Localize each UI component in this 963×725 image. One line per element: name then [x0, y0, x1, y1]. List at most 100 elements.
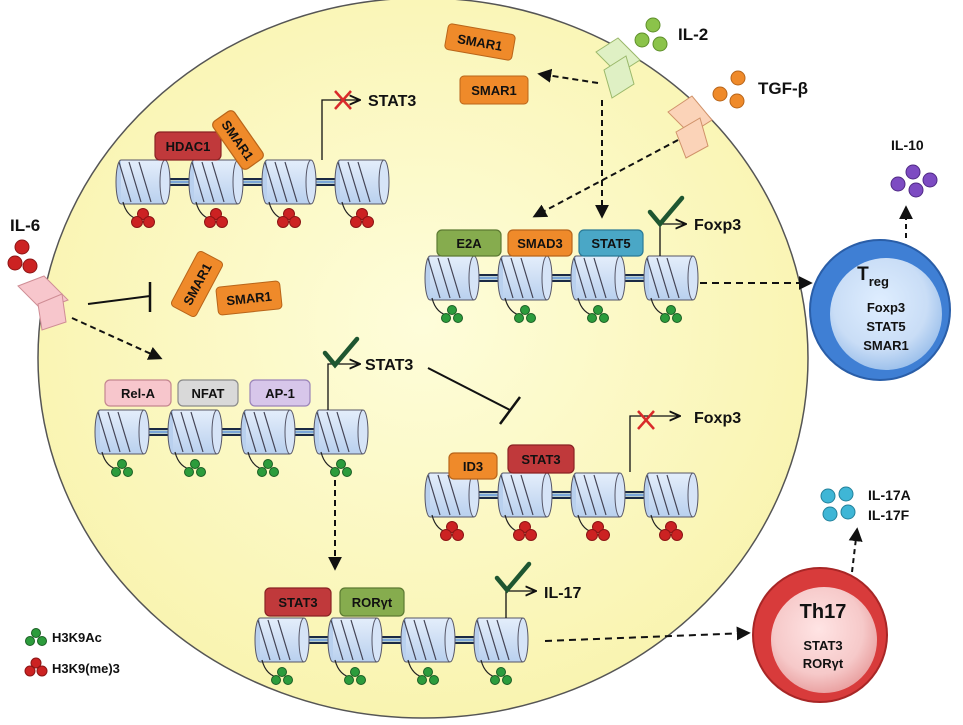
- panel4-stat3: STAT3: [507, 444, 575, 474]
- h3k9ac-mark: [490, 667, 512, 685]
- panel3-ap1: AP-1: [249, 379, 311, 407]
- tgfb-ligand: [712, 70, 746, 109]
- nucleosome: [115, 159, 171, 221]
- smar1-free-mid: SMAR1 SMAR1: [170, 250, 283, 318]
- legend-red-mark: [24, 657, 48, 677]
- treg-cell: Treg Foxp3 STAT5 SMAR1: [809, 239, 951, 381]
- panel2-stat5: STAT5: [578, 229, 644, 257]
- nucleosome: [643, 472, 699, 534]
- svg-text:E2A: E2A: [456, 236, 482, 251]
- h3k9ac-mark: [271, 667, 293, 685]
- panel2-target-label: Foxp3: [694, 217, 741, 234]
- arrow-il6-panel3: [71, 317, 163, 360]
- panel3-chromatin: [94, 409, 369, 477]
- svg-text:Rel-A: Rel-A: [121, 386, 156, 401]
- panel1-tss: [321, 100, 360, 160]
- treg-title: Treg: [857, 264, 889, 289]
- h3k9me3-mark: [277, 208, 301, 228]
- panel4-id3: ID3: [448, 452, 498, 480]
- tgfb-label: TGF-β: [758, 79, 808, 98]
- panel2-check: [647, 195, 685, 228]
- treg-line-3: SMAR1: [863, 338, 909, 353]
- h3k9me3-mark: [440, 521, 464, 541]
- nucleosome: [94, 409, 150, 471]
- panel3-tss: [327, 364, 360, 410]
- svg-text:NFAT: NFAT: [192, 386, 225, 401]
- svg-text:AP-1: AP-1: [265, 386, 295, 401]
- nucleosome: [473, 617, 529, 679]
- h3k9ac-mark: [660, 305, 682, 323]
- svg-text:RORγt: RORγt: [352, 595, 393, 610]
- h3k9ac-mark: [184, 459, 206, 477]
- panel5-target-label: IL-17: [544, 585, 581, 602]
- il17f-label: IL-17F: [868, 507, 910, 523]
- il17a-label: IL-17A: [868, 487, 911, 503]
- svg-text:STAT5: STAT5: [591, 236, 630, 251]
- h3k9me3-mark: [586, 521, 610, 541]
- panel3-check: [322, 336, 360, 369]
- nucleosome: [254, 617, 310, 679]
- il6-inhibit-line: [87, 295, 151, 305]
- il2-label: IL-2: [678, 25, 708, 44]
- nucleosome: [643, 255, 699, 317]
- il2-ligand: [634, 17, 668, 52]
- h3k9me3-mark: [350, 208, 374, 228]
- arrow-th17-il17: [848, 527, 863, 573]
- panel5-check: [494, 561, 532, 594]
- legend-green-label: H3K9Ac: [52, 630, 102, 645]
- svg-text:STAT3: STAT3: [278, 595, 317, 610]
- legend-red-label: H3K9(me)3: [52, 661, 120, 676]
- il6-ligand: [7, 239, 38, 274]
- h3k9ac-mark: [587, 305, 609, 323]
- panel5-ror: RORγt: [339, 587, 405, 617]
- il2-receptor: [595, 37, 641, 99]
- nucleosome: [570, 472, 626, 534]
- h3k9me3-mark: [659, 521, 683, 541]
- panel2-e2a: E2A: [436, 229, 502, 257]
- th17-line-2: RORγt: [803, 656, 844, 671]
- legend: H3K9Ac H3K9(me)3: [24, 628, 120, 677]
- h3k9me3-mark: [513, 521, 537, 541]
- legend-green-mark: [25, 628, 47, 646]
- nucleosome: [424, 255, 480, 317]
- arrow-panel5-th17: [544, 626, 751, 642]
- panel4-chromatin: [424, 472, 699, 541]
- svg-text:SMAR1: SMAR1: [226, 289, 273, 309]
- nucleosome: [570, 255, 626, 317]
- nucleosome: [327, 617, 383, 679]
- arrow-tgfb-smad: [532, 139, 679, 218]
- panel1-chromatin: [115, 159, 390, 228]
- nucleosome: [240, 409, 296, 471]
- stat3-inhibit-line: [427, 367, 511, 411]
- panel4-tss: [629, 416, 680, 472]
- panel1-block-cross: [334, 90, 352, 110]
- panel4-target-label: Foxp3: [694, 410, 741, 427]
- nucleosome: [313, 409, 369, 471]
- h3k9ac-mark: [417, 667, 439, 685]
- il17-ligand: [820, 486, 856, 522]
- panel1-hdac1: HDAC1: [154, 131, 222, 161]
- panel3-nfat: NFAT: [177, 379, 239, 407]
- nucleosome: [400, 617, 456, 679]
- treg-line-1: Foxp3: [867, 300, 905, 315]
- th17-line-1: STAT3: [803, 638, 842, 653]
- h3k9ac-mark: [514, 305, 536, 323]
- panel5-chromatin: [254, 617, 529, 685]
- h3k9ac-mark: [111, 459, 133, 477]
- nucleosome: [188, 159, 244, 221]
- panel2-smad3: SMAD3: [507, 229, 573, 257]
- svg-text:ID3: ID3: [463, 459, 483, 474]
- il6-receptor: [17, 275, 69, 331]
- il10-label: IL-10: [891, 137, 924, 153]
- panel4-block-cross: [637, 410, 655, 430]
- nucleosome: [497, 255, 553, 317]
- h3k9ac-mark: [257, 459, 279, 477]
- nucleosome: [167, 409, 223, 471]
- panel3-target-label: STAT3: [365, 357, 413, 374]
- panel1-target-label: STAT3: [368, 93, 416, 110]
- il10-ligand: [890, 164, 938, 198]
- stat3-inhibit-bar: [498, 396, 522, 425]
- treg-line-2: STAT5: [866, 319, 905, 334]
- panel3-rela: Rel-A: [104, 379, 172, 407]
